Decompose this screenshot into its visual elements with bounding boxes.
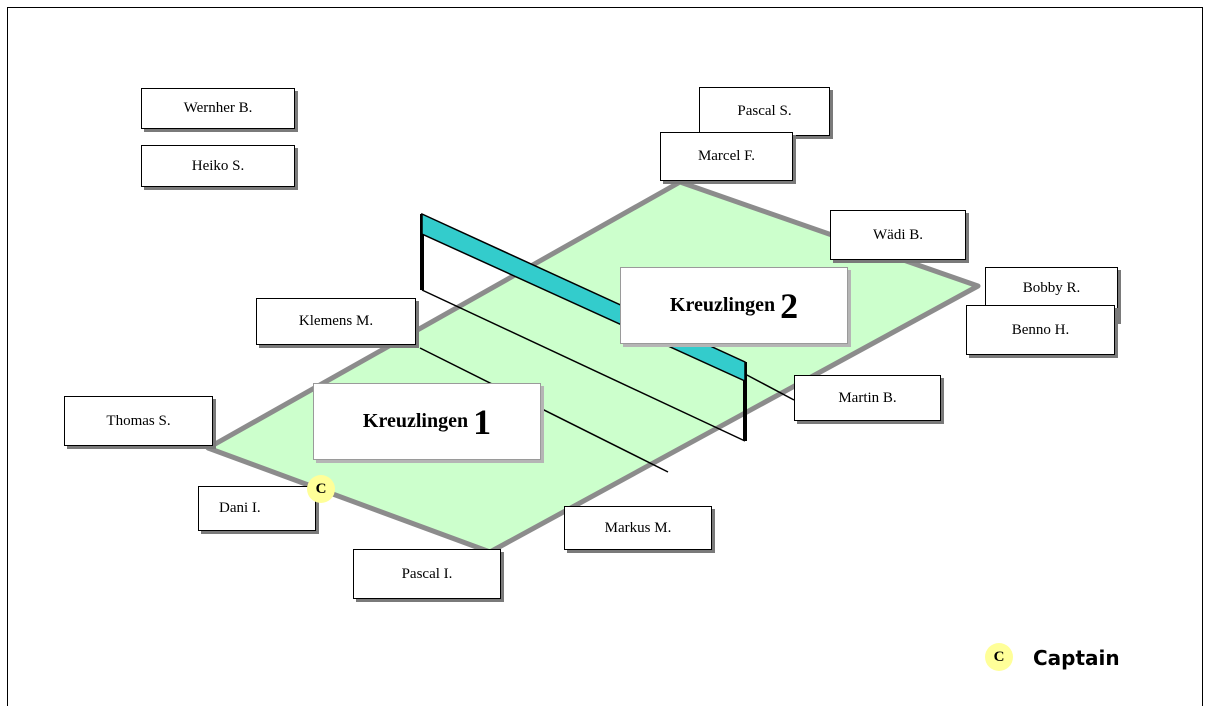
player-markus: Markus M.	[564, 506, 712, 550]
player-heiko: Heiko S.	[141, 145, 295, 187]
team-2-label: Kreuzlingen 2	[620, 267, 848, 344]
diagram-frame	[7, 7, 1203, 706]
legend-captain-icon: C	[985, 643, 1013, 671]
player-martin: Martin B.	[794, 375, 941, 421]
court-line-left	[419, 347, 669, 473]
player-wernher: Wernher B.	[141, 88, 295, 129]
player-pascal-s: Pascal S.	[699, 87, 830, 136]
player-dani: Dani I.	[198, 486, 316, 531]
team-2-number: 2	[780, 285, 799, 326]
player-benno: Benno H.	[966, 305, 1115, 355]
team-1-label: Kreuzlingen 1	[313, 383, 541, 460]
court-line-right	[744, 373, 795, 401]
team-2-name: Kreuzlingen	[669, 294, 776, 316]
player-klemens: Klemens M.	[256, 298, 416, 345]
legend-captain-label: Captain	[1033, 646, 1120, 670]
team-1-number: 1	[473, 401, 492, 442]
player-pascal-i: Pascal I.	[353, 549, 501, 599]
player-marcel: Marcel F.	[660, 132, 793, 181]
player-thomas: Thomas S.	[64, 396, 213, 446]
team-1-name: Kreuzlingen	[362, 410, 469, 432]
captain-badge: C	[307, 475, 335, 503]
player-waedi: Wädi B.	[830, 210, 966, 260]
net-bottom-line	[421, 289, 746, 442]
